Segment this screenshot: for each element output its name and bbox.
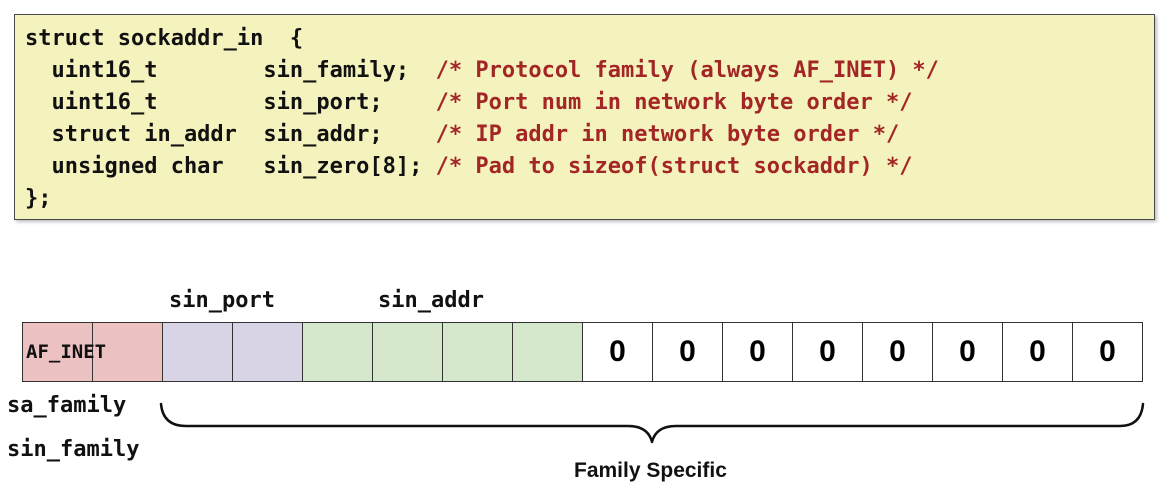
code-line-sin-port: uint16_t sin_port; /* Port num in networ… bbox=[25, 87, 912, 119]
struct-code-box: struct sockaddr_in { uint16_t sin_family… bbox=[14, 14, 1155, 220]
byte-cell-zero: 0 bbox=[862, 322, 933, 382]
code-comment: /* IP addr in network byte order */ bbox=[435, 122, 900, 147]
byte-cell-zero: 0 bbox=[652, 322, 723, 382]
code-text: struct sockaddr_in { bbox=[25, 26, 304, 51]
code-line-struct-open: struct sockaddr_in { bbox=[25, 23, 303, 55]
code-comment: /* Protocol family (always AF_INET) */ bbox=[435, 58, 939, 83]
byte-cell-zero: 0 bbox=[792, 322, 863, 382]
af-inet-label: AF_INET bbox=[26, 341, 107, 363]
byte-cell-sin-addr bbox=[372, 322, 443, 382]
code-text: unsigned char sin_zero[8]; bbox=[25, 154, 436, 179]
code-line-sin-family: uint16_t sin_family; /* Protocol family … bbox=[25, 55, 939, 87]
sin-port-label: sin_port bbox=[169, 288, 275, 313]
sin-addr-label: sin_addr bbox=[378, 288, 484, 313]
code-line-sin-addr: struct in_addr sin_addr; /* IP addr in n… bbox=[25, 119, 899, 151]
byte-cell-zero: 0 bbox=[1072, 322, 1143, 382]
code-text: uint16_t sin_port; bbox=[25, 90, 436, 115]
code-text: }; bbox=[25, 186, 52, 211]
code-comment: /* Port num in network byte order */ bbox=[435, 90, 913, 115]
code-line-struct-close: }; bbox=[25, 183, 52, 215]
byte-cell-zero: 0 bbox=[932, 322, 1003, 382]
code-text: uint16_t sin_family; bbox=[25, 58, 436, 83]
sa-family-label: sa_family bbox=[7, 393, 127, 418]
byte-cell-af-inet bbox=[92, 322, 163, 382]
byte-cell-sin-addr bbox=[302, 322, 373, 382]
code-text: struct in_addr sin_addr; bbox=[25, 122, 436, 147]
family-specific-label: Family Specific bbox=[574, 459, 727, 482]
code-comment: /* Pad to sizeof(struct sockaddr) */ bbox=[435, 154, 913, 179]
code-line-sin-zero: unsigned char sin_zero[8]; /* Pad to siz… bbox=[25, 151, 912, 183]
byte-cell-zero: 0 bbox=[722, 322, 793, 382]
byte-cell-sin-addr bbox=[512, 322, 583, 382]
byte-cell-sin-port bbox=[232, 322, 303, 382]
sin-family-label: sin_family bbox=[7, 437, 140, 462]
byte-cell-zero: 0 bbox=[582, 322, 653, 382]
byte-cell-zero: 0 bbox=[1002, 322, 1073, 382]
